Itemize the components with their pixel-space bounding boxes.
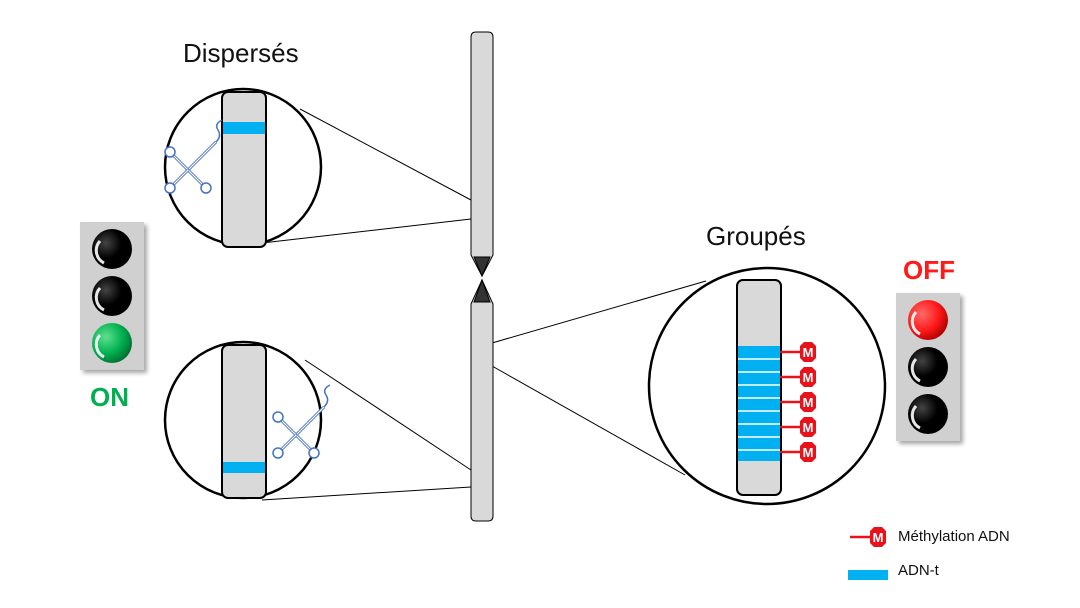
trna-band: [223, 122, 265, 134]
lamp-off: [908, 347, 948, 387]
methylation-mark-label: M: [803, 420, 814, 435]
methylation-mark-icon: M: [780, 442, 816, 462]
legend: M: [848, 527, 888, 580]
traffic-light-on: [80, 222, 144, 370]
svg-text:M: M: [873, 530, 884, 545]
lamp-red: [908, 300, 948, 340]
label-on: ON: [90, 382, 129, 412]
methylation-mark-label: M: [803, 395, 814, 410]
zoom-circle-dispersed-top: [163, 87, 323, 248]
methylation-m-icon: M: [850, 527, 886, 547]
methylation-mark-icon: M: [780, 367, 816, 387]
methylation-mark-label: M: [803, 445, 814, 460]
chromosome-segment: [221, 91, 267, 248]
zoom-connector-lines: [261, 108, 707, 501]
lamp-green: [92, 323, 132, 363]
label-off: OFF: [903, 255, 955, 285]
lamp-off: [92, 276, 132, 316]
traffic-light-off: [896, 293, 960, 441]
trna-legend-swatch: [848, 570, 888, 580]
lamp-off: [92, 229, 132, 269]
chromosome: [470, 31, 494, 522]
legend-label-methylation: Méthylation ADN: [898, 528, 1010, 545]
lamp-off: [908, 394, 948, 434]
label-grouped: Groupés: [706, 221, 806, 251]
label-dispersed: Dispersés: [183, 38, 299, 68]
legend-label-trna: ADN-t: [898, 562, 939, 579]
methylation-mark-icon: M: [780, 417, 816, 437]
methylation-mark-label: M: [803, 370, 814, 385]
trna-cluster-dividers: [738, 358, 780, 451]
methylation-mark-label: M: [803, 345, 814, 360]
trna-band: [223, 462, 265, 473]
methylation-mark-icon: M: [780, 342, 816, 362]
chromosome-segment: [221, 344, 267, 499]
zoom-circle-dispersed-bottom: [163, 340, 332, 500]
methylation-mark-icon: M: [780, 392, 816, 412]
trna-cluster: [738, 346, 780, 461]
